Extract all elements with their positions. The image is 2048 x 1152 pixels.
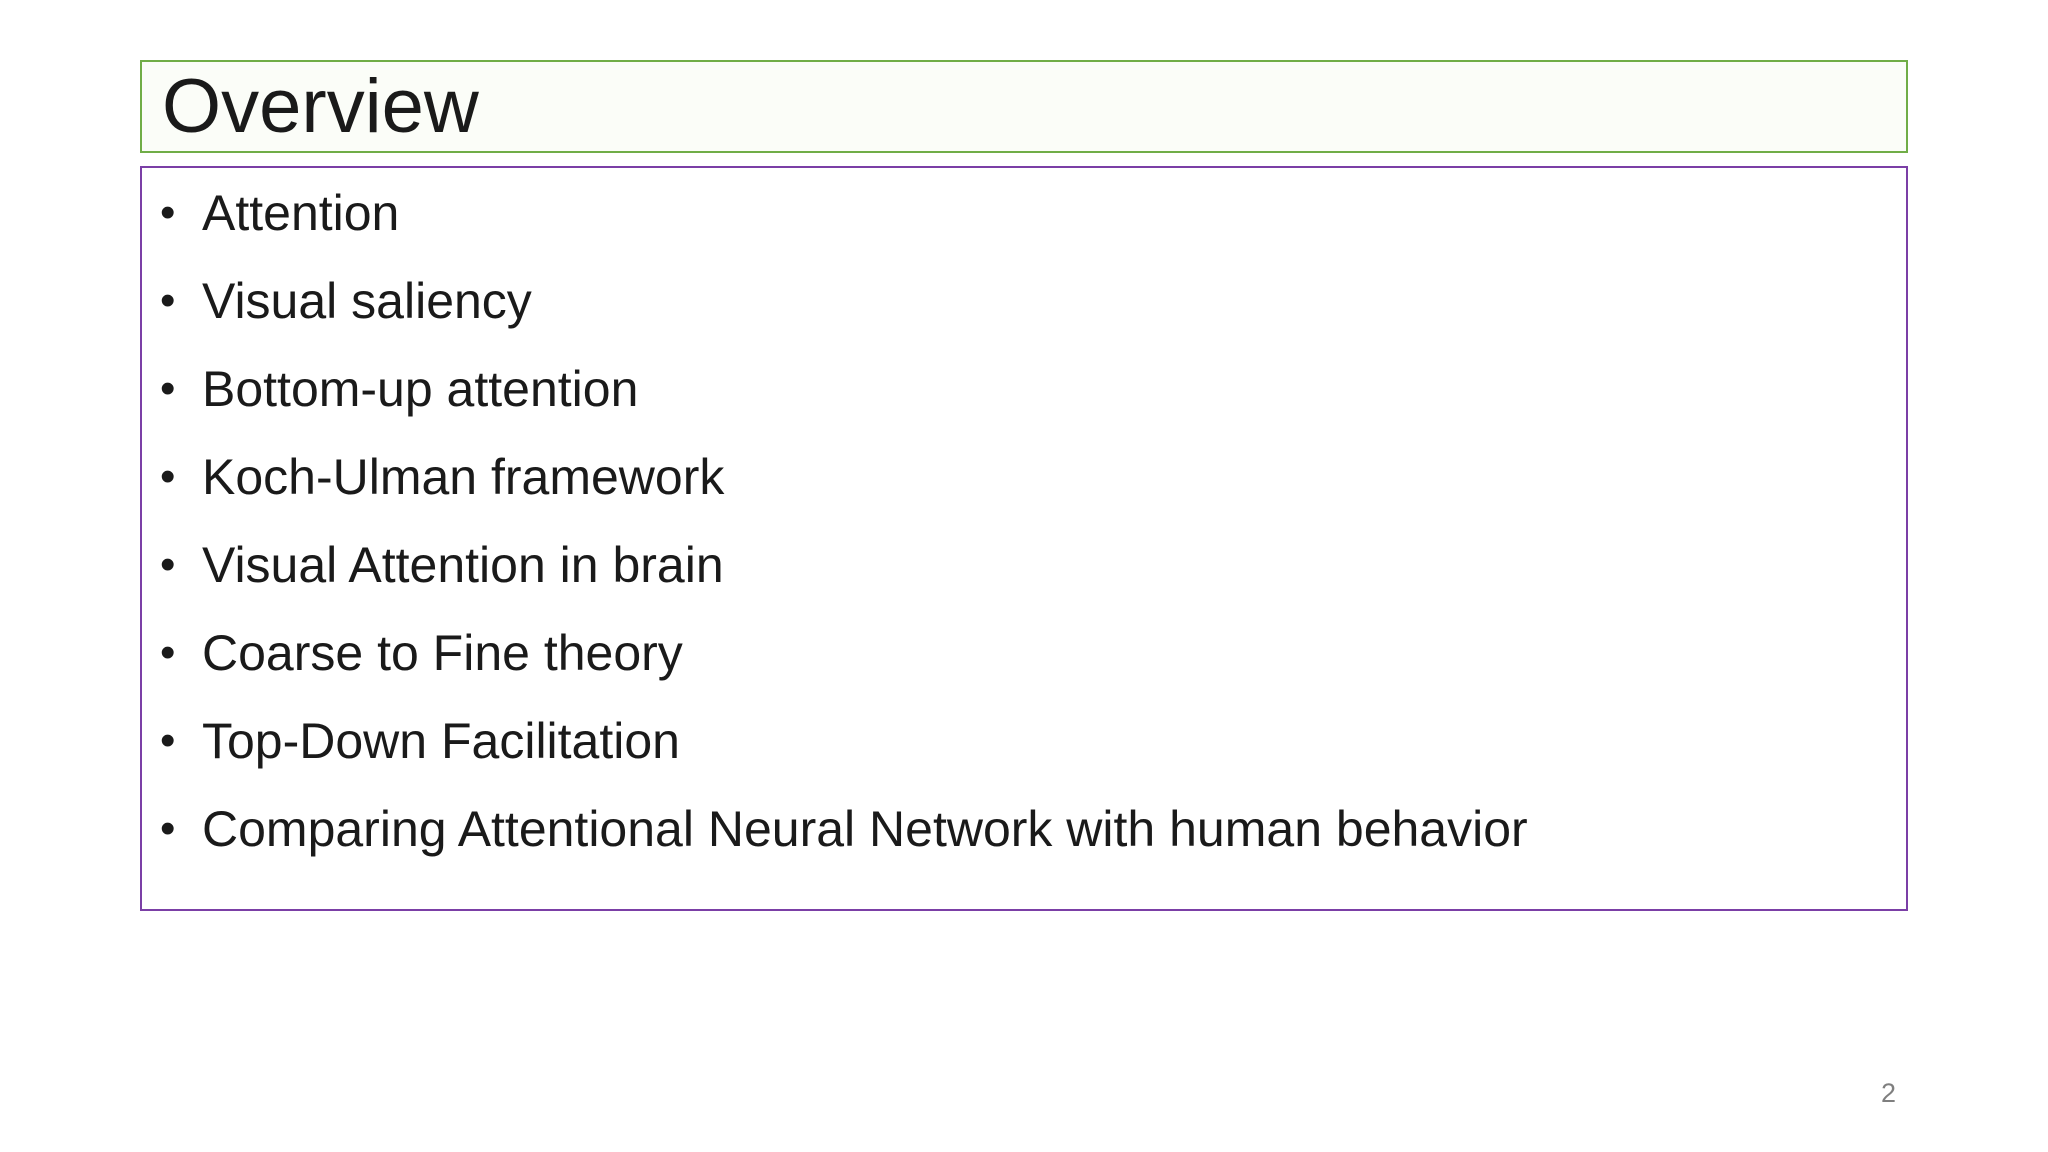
bullet-icon: •	[160, 364, 176, 413]
list-item: • Coarse to Fine theory	[160, 609, 1906, 697]
slide-title: Overview	[162, 63, 479, 149]
list-item: • Koch-Ulman framework	[160, 433, 1906, 521]
list-item-text: Coarse to Fine theory	[202, 625, 683, 681]
bullet-icon: •	[160, 540, 176, 589]
title-box: Overview	[140, 60, 1908, 153]
bullet-icon: •	[160, 628, 176, 677]
list-item-text: Attention	[202, 185, 400, 241]
bullet-list: • Attention • Visual saliency • Bottom-u…	[142, 168, 1906, 873]
bullet-icon: •	[160, 276, 176, 325]
list-item-text: Comparing Attentional Neural Network wit…	[202, 801, 1528, 857]
list-item-text: Visual Attention in brain	[202, 537, 724, 593]
bullet-icon: •	[160, 804, 176, 853]
bullet-icon: •	[160, 716, 176, 765]
list-item-text: Top-Down Facilitation	[202, 713, 680, 769]
page-number: 2	[1880, 1078, 1896, 1108]
list-item-text: Koch-Ulman framework	[202, 449, 725, 505]
list-item: • Attention	[160, 169, 1906, 257]
bullet-icon: •	[160, 188, 176, 237]
list-item-text: Bottom-up attention	[202, 361, 639, 417]
list-item-text: Visual saliency	[202, 273, 532, 329]
bullet-icon: •	[160, 452, 176, 501]
list-item: • Comparing Attentional Neural Network w…	[160, 785, 1906, 873]
list-item: • Bottom-up attention	[160, 345, 1906, 433]
list-item: • Visual saliency	[160, 257, 1906, 345]
list-item: • Visual Attention in brain	[160, 521, 1906, 609]
list-item: • Top-Down Facilitation	[160, 697, 1906, 785]
content-box: • Attention • Visual saliency • Bottom-u…	[140, 166, 1908, 911]
